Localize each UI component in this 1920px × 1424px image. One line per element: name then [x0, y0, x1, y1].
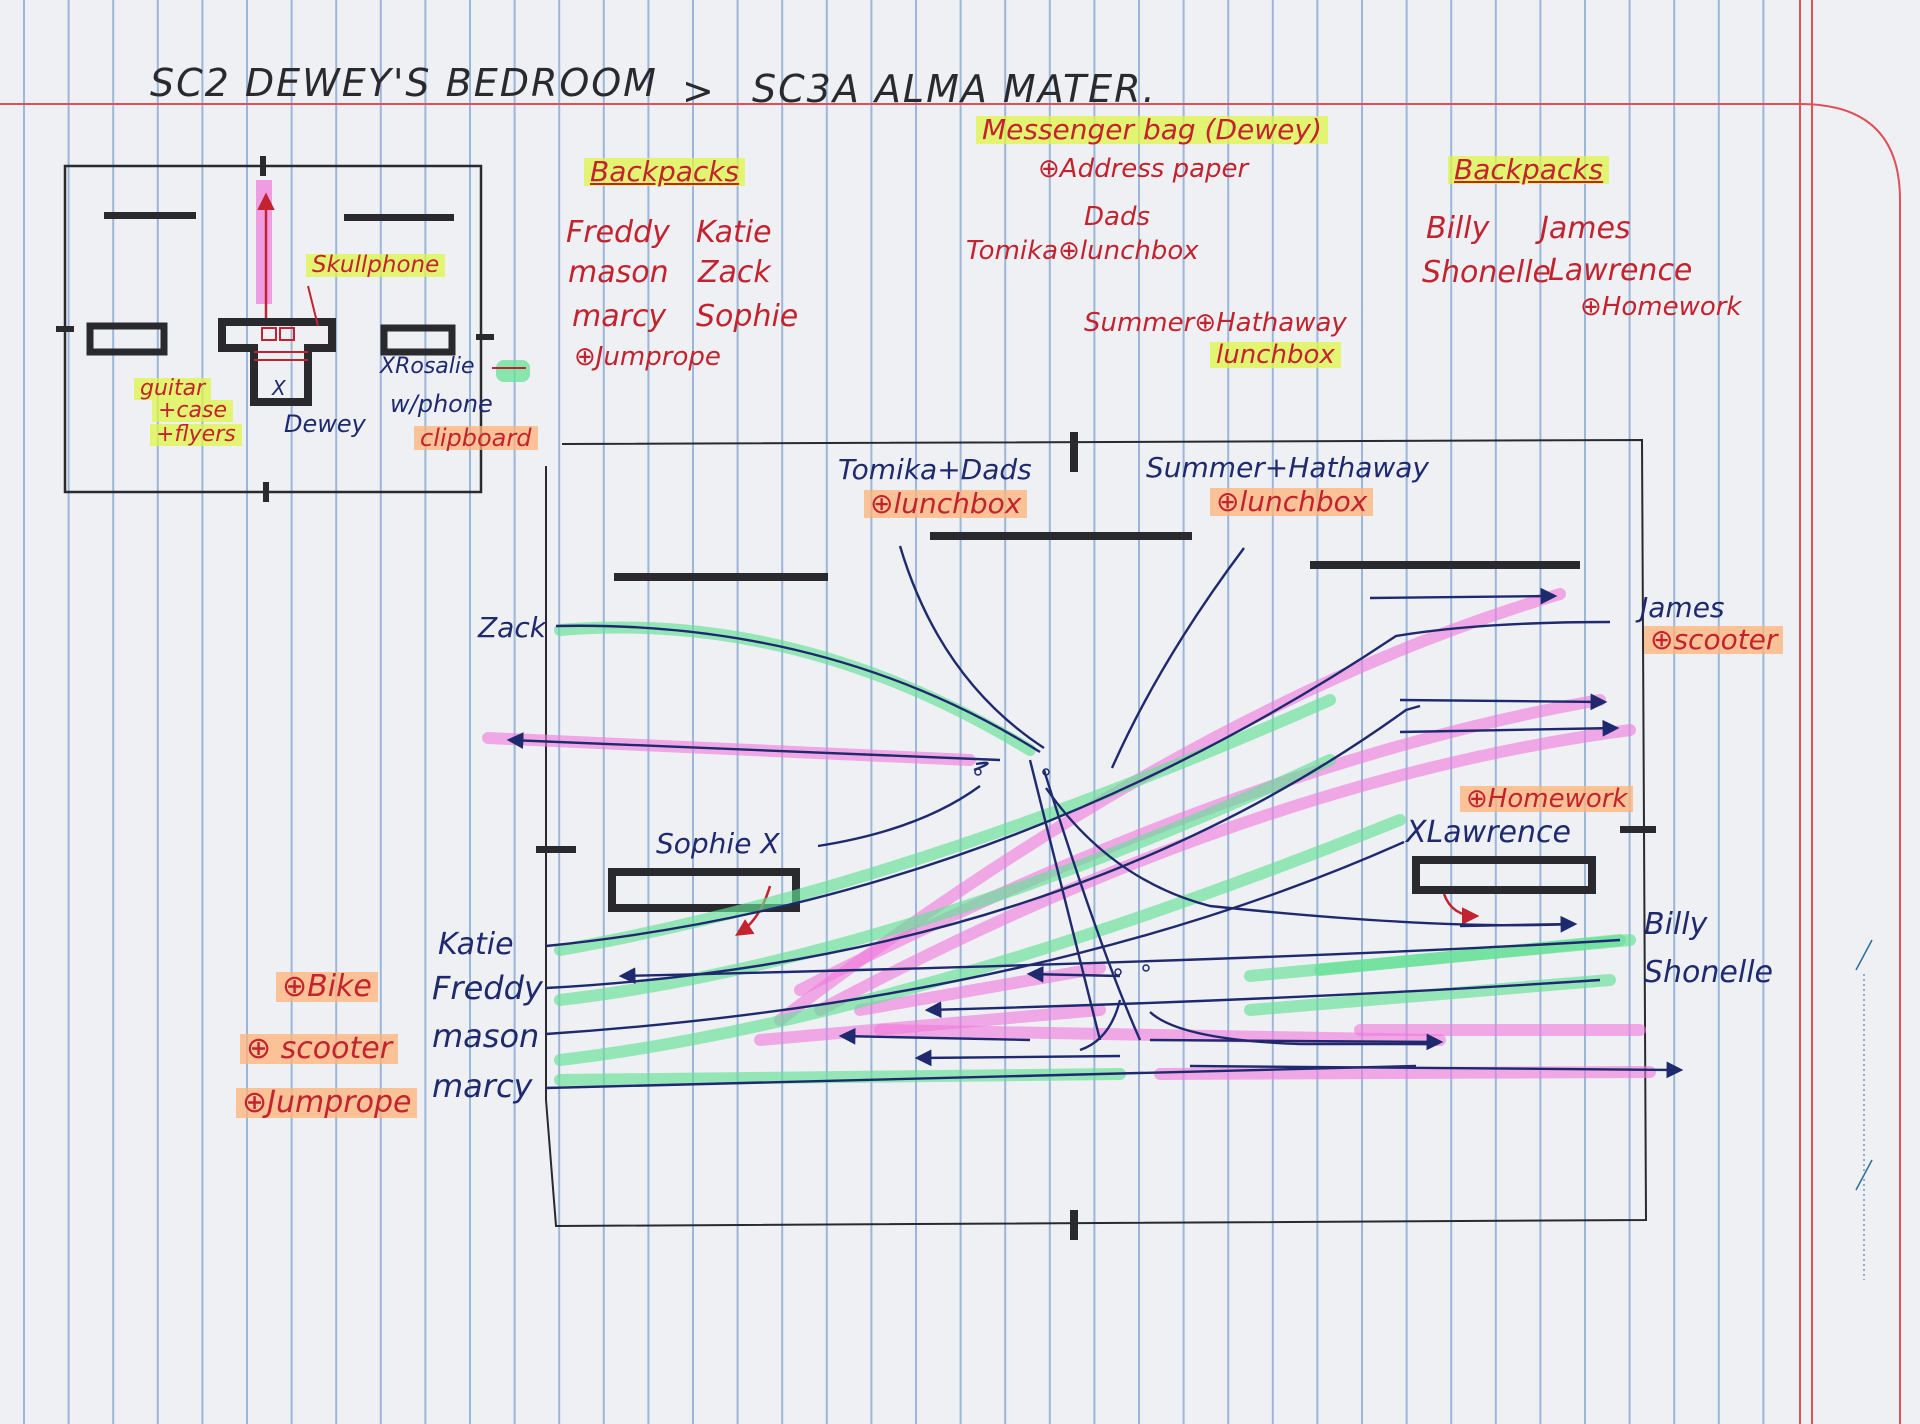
backpacks-left-heading: Backpacks: [584, 158, 746, 186]
scene-from-title: SC2 DEWEY'S BEDROOM: [150, 61, 658, 105]
stage-freddy: Freddy: [432, 969, 543, 1007]
stage-zack: Zack: [478, 611, 546, 644]
tomika-lunchbox-label: Tomika⊕lunchbox: [966, 236, 1199, 266]
dewey-bed: [218, 318, 336, 406]
scene-to-title: SC3A ALMA MATER.: [752, 67, 1157, 111]
skullphone-label: Skullphone: [306, 254, 446, 277]
backpacks-right-heading: Backpacks: [1448, 156, 1610, 184]
prop-name-james: James: [1540, 211, 1631, 246]
stage-outline: [545, 438, 1648, 1228]
prop-name-lawrence: Lawrence: [1548, 253, 1693, 288]
stage-shonelle: Shonelle: [1644, 955, 1774, 990]
desk-right: [380, 324, 456, 356]
prop-name-billy: Billy: [1426, 211, 1490, 246]
stage-mason: mason: [432, 1017, 540, 1055]
bedroom-platform-right: [344, 214, 454, 221]
rosalie-label-2: w/phone: [390, 390, 493, 418]
desk-left: [86, 322, 168, 356]
scene-transition-arrow: >: [682, 69, 714, 113]
guitar-label-3: +flyers: [150, 424, 242, 446]
dewey-label: Dewey: [284, 410, 366, 438]
bedroom-diagram: [56, 156, 530, 502]
prop-name-freddy: Freddy: [566, 215, 670, 250]
stage-homework: ⊕Homework: [1460, 786, 1634, 812]
stage-james-scooter: ⊕scooter: [1644, 626, 1784, 654]
page-corner-curve: [1799, 103, 1901, 1424]
dewey-x-mark: X: [272, 376, 286, 400]
summer-lunchbox-label: lunchbox: [1210, 342, 1341, 368]
prop-name-marcy: marcy: [572, 299, 667, 334]
stage-sophie: Sophie X: [656, 827, 780, 860]
prop-homework: ⊕Homework: [1580, 292, 1742, 322]
guitar-label-2: +case: [152, 400, 234, 422]
prop-name-zack: Zack: [698, 255, 771, 290]
prop-name-mason: mason: [568, 255, 669, 290]
prop-jumprope: ⊕Jumprope: [574, 342, 721, 372]
summer-hathaway-label: Summer⊕Hathaway: [1084, 308, 1347, 338]
platform-right: [1310, 561, 1580, 569]
stage-diagram: [482, 432, 1684, 1240]
stage-katie: Katie: [438, 927, 514, 962]
prop-name-shonelle: Shonelle: [1422, 255, 1552, 290]
stage-james: James: [1640, 591, 1725, 624]
stage-tomika-dads: Tomika+Dads: [838, 453, 1032, 486]
rosalie-label-1: XRosalie: [380, 354, 475, 379]
stage-mason-scooter: ⊕ scooter: [240, 1034, 399, 1064]
prop-name-katie: Katie: [696, 215, 772, 250]
stage-lawrence: XLawrence: [1406, 815, 1571, 850]
stage-marcy-jumprope: ⊕Jumprope: [236, 1088, 418, 1118]
pillow-1: [261, 327, 277, 341]
lawrence-bench-arrow: [1442, 893, 1480, 925]
stage-summer-hathaway: Summer+Hathaway: [1146, 451, 1429, 484]
guitar-label-1: guitar: [134, 378, 212, 400]
prop-name-sophie: Sophie: [696, 299, 799, 334]
stage-billy: Billy: [1644, 907, 1708, 942]
dads-label: Dads: [1084, 202, 1151, 232]
stage-summer-lunchbox: ⊕lunchbox: [1210, 488, 1374, 516]
pillow-2: [279, 327, 295, 341]
platform-center: [930, 532, 1192, 540]
sophie-bench-arrow: [735, 885, 772, 936]
address-paper-label: ⊕Address paper: [1038, 154, 1249, 184]
stage-marcy: marcy: [432, 1067, 533, 1105]
bench-right: [1412, 856, 1596, 894]
messenger-bag-label: Messenger bag (Dewey): [976, 116, 1328, 144]
stage-tomika-lunchbox: ⊕lunchbox: [864, 490, 1028, 518]
stage-freddy-bike: ⊕Bike: [276, 972, 378, 1002]
rosalie-label-3: clipboard: [414, 426, 538, 450]
bedroom-platform-left: [104, 212, 196, 219]
platform-left: [614, 573, 828, 581]
